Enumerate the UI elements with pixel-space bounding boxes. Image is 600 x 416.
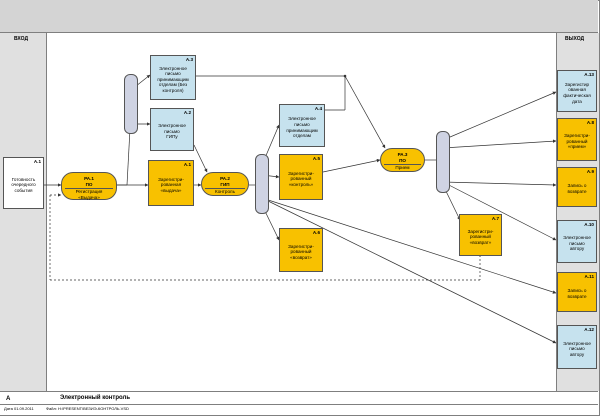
edge-gw2-a11 [261,197,557,294]
footer-bar [0,391,598,415]
footer-file: Файл: H:\PRESENT\ВЕЗИЭ-КОНТРОЛЬ.VSD [46,406,129,411]
footer-date: Дата 01.09.2011 [4,406,34,411]
gateway-1 [124,74,138,134]
input-lane-title: ВХОД [14,36,29,42]
edge-gw3-a10 [442,181,557,241]
edge-gw3-a8 [442,139,557,149]
gateway-2 [255,154,269,214]
edge-a5-ra3 [322,158,381,173]
edge-gw3-a13 [442,91,557,141]
output-lane-title: ВЫХОД [565,36,585,42]
input-lane [0,33,47,391]
top-bar [0,0,598,33]
edge-gw3-a9 [442,181,557,187]
edge-gw2-a12 [261,197,557,344]
edge-a2-ra2 [193,144,208,173]
edge-top-ra3 [344,75,386,149]
footer-title: Электронный контроль [60,395,131,401]
footer-divider [0,404,598,405]
gateway-3 [436,131,450,193]
footer-code: A [6,396,11,402]
